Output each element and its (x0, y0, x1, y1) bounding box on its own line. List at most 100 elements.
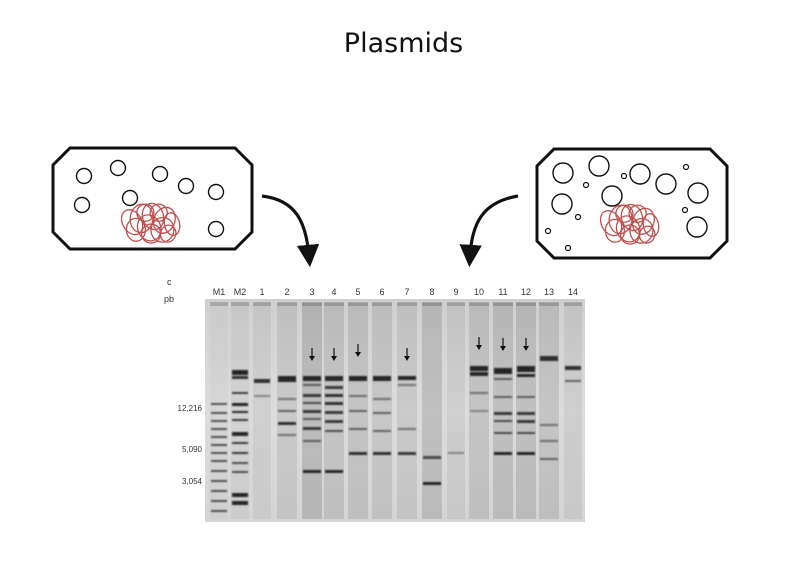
gel-band (540, 458, 558, 460)
gel-band (494, 412, 512, 415)
chromosome-loop (125, 217, 147, 242)
lane-well (210, 302, 228, 306)
lane-label: 9 (453, 287, 458, 297)
lane-strip (516, 303, 536, 519)
gel-band (517, 452, 535, 455)
chromosome-loop (615, 204, 634, 223)
gel-band (232, 432, 248, 436)
gel-corner-label: c (167, 277, 172, 287)
chromosome-loop (149, 203, 168, 222)
lane-strip (253, 303, 271, 519)
gel-background (205, 299, 585, 522)
page-title: Plasmids (343, 28, 464, 59)
gel-band (517, 420, 535, 423)
gel-band (211, 436, 227, 438)
gel-bands (211, 356, 581, 512)
gel-band (494, 432, 512, 434)
lane-well (231, 302, 249, 306)
gel-band (517, 412, 535, 415)
chromosome-loop (638, 225, 656, 244)
gel-band (325, 386, 343, 389)
right-plasmids-large (551, 155, 709, 238)
gel-band (398, 428, 416, 430)
gel-band (540, 356, 558, 361)
band-arrow-icon (309, 348, 315, 361)
gel-band (211, 460, 227, 462)
lane-strip (422, 303, 442, 519)
gel-band (211, 452, 227, 454)
gel-band (211, 480, 227, 482)
gel-band (232, 392, 248, 394)
lane-strip (539, 303, 559, 519)
lane-label: 12 (521, 287, 531, 297)
gel-band (303, 427, 321, 430)
gel-band (211, 470, 227, 472)
right-curved-arrow-icon (459, 194, 519, 268)
gel-band (349, 452, 367, 455)
left-plasmids (73, 159, 225, 238)
gel-band (232, 376, 248, 379)
band-arrow-icon (500, 338, 506, 351)
right-plasmids-small (544, 163, 690, 252)
gel-band (325, 376, 343, 381)
gel-band (325, 394, 343, 397)
chromosome-loop (642, 213, 660, 238)
lane-label: 13 (544, 287, 554, 297)
gel-band (540, 440, 558, 442)
gel-band (325, 402, 343, 405)
lane-well (348, 302, 368, 306)
gel-band (303, 376, 321, 381)
gel-band (303, 384, 321, 386)
lane-well (564, 302, 582, 306)
lane-label: 14 (568, 287, 578, 297)
gel-band (494, 378, 512, 380)
gel-band (470, 366, 488, 371)
gel-band (232, 493, 248, 497)
lane-strip (493, 303, 513, 519)
gel-band (232, 403, 248, 406)
lane-strip (447, 303, 465, 519)
gel-band (517, 374, 535, 377)
lane-well (493, 302, 513, 306)
chromosome-loop (163, 212, 181, 237)
gel-band (517, 432, 535, 434)
band-arrow-icon (523, 338, 529, 351)
gel-band (349, 428, 367, 430)
gel-band (470, 372, 488, 376)
gel-band (349, 395, 367, 397)
lane-well (516, 302, 536, 306)
gel-band (373, 452, 391, 455)
lane-strip (372, 303, 392, 519)
lane-strip (397, 303, 417, 519)
gel-band (494, 420, 512, 422)
gel-band (398, 452, 416, 455)
lane-well (469, 302, 489, 306)
gel-band (325, 420, 343, 423)
gel-band (517, 396, 535, 398)
gel-band (211, 420, 227, 422)
gel-band (494, 396, 512, 398)
band-arrow-icon (355, 344, 361, 357)
lane-well (324, 302, 344, 306)
lane-well (397, 302, 417, 306)
gel-band (278, 398, 296, 400)
band-arrows (309, 337, 529, 361)
size-marker-label: 5,090 (182, 445, 203, 454)
gel-band (211, 490, 227, 492)
gel-band (232, 370, 248, 375)
gel-band (278, 410, 296, 412)
gel-band (373, 412, 391, 414)
gel-band (494, 452, 512, 455)
right-chromosome-icon (599, 203, 660, 245)
chromosome-loop (136, 203, 155, 222)
lane-well (372, 302, 392, 306)
lane-label: 1 (259, 287, 264, 297)
gel-band (254, 379, 270, 383)
left-cell-icon (51, 146, 254, 251)
lane-strip (564, 303, 582, 519)
band-arrow-icon (404, 348, 410, 361)
lane-label: M2 (234, 287, 247, 297)
